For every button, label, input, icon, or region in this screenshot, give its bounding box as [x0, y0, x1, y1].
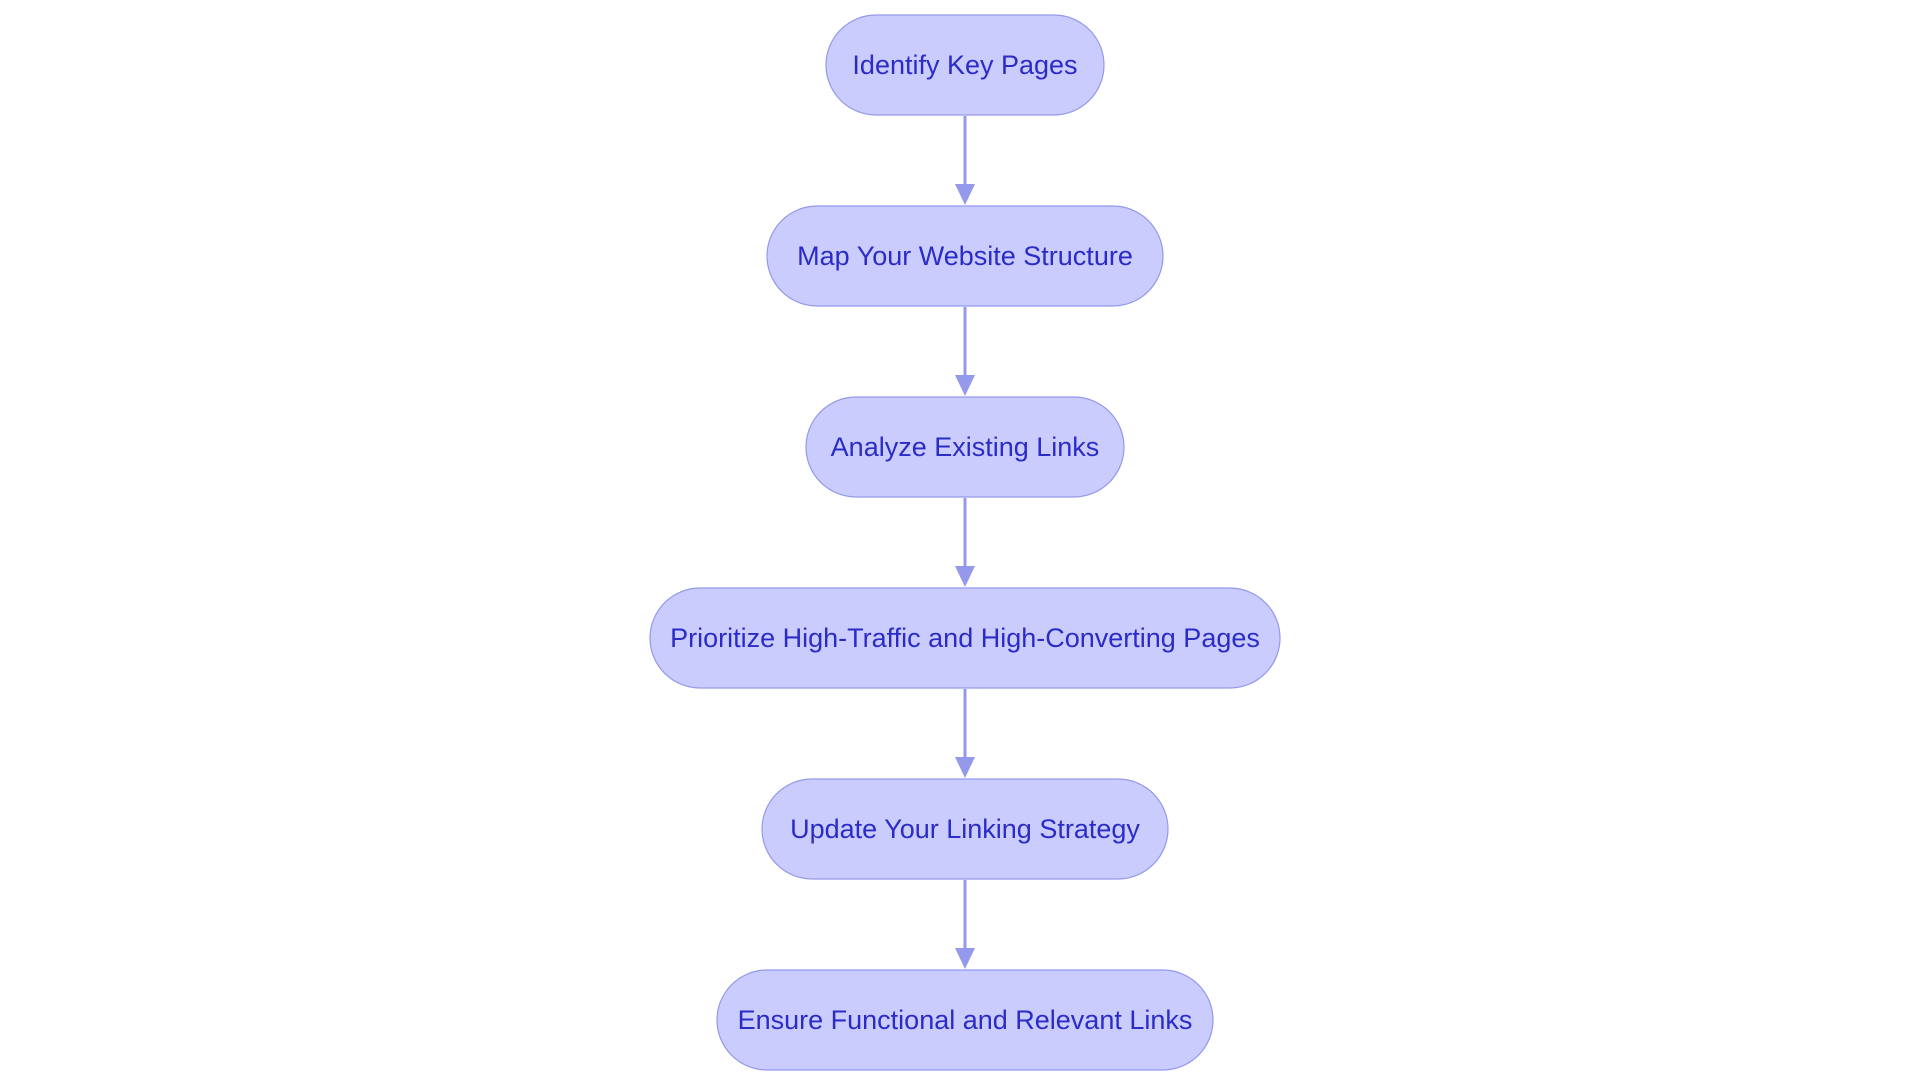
arrowhead-5-to-6: [955, 948, 975, 969]
step-label: Ensure Functional and Relevant Links: [738, 1005, 1193, 1035]
arrowhead-4-to-5: [955, 757, 975, 778]
step-label: Analyze Existing Links: [831, 432, 1100, 462]
step-node-prioritize-pages: Prioritize High-Traffic and High-Convert…: [649, 587, 1281, 689]
step-node-ensure-links: Ensure Functional and Relevant Links: [716, 969, 1214, 1071]
step-node-identify-key-pages: Identify Key Pages: [825, 14, 1105, 116]
step-label: Update Your Linking Strategy: [790, 814, 1140, 844]
step-node-map-website-structure: Map Your Website Structure: [766, 205, 1164, 307]
step-node-analyze-existing-links: Analyze Existing Links: [805, 396, 1125, 498]
step-node-update-linking-strategy: Update Your Linking Strategy: [761, 778, 1169, 880]
arrowhead-3-to-4: [955, 566, 975, 587]
step-label: Identify Key Pages: [852, 50, 1077, 80]
step-label: Map Your Website Structure: [797, 241, 1133, 271]
arrowhead-2-to-3: [955, 375, 975, 396]
arrowhead-1-to-2: [955, 184, 975, 205]
step-label: Prioritize High-Traffic and High-Convert…: [670, 623, 1260, 653]
